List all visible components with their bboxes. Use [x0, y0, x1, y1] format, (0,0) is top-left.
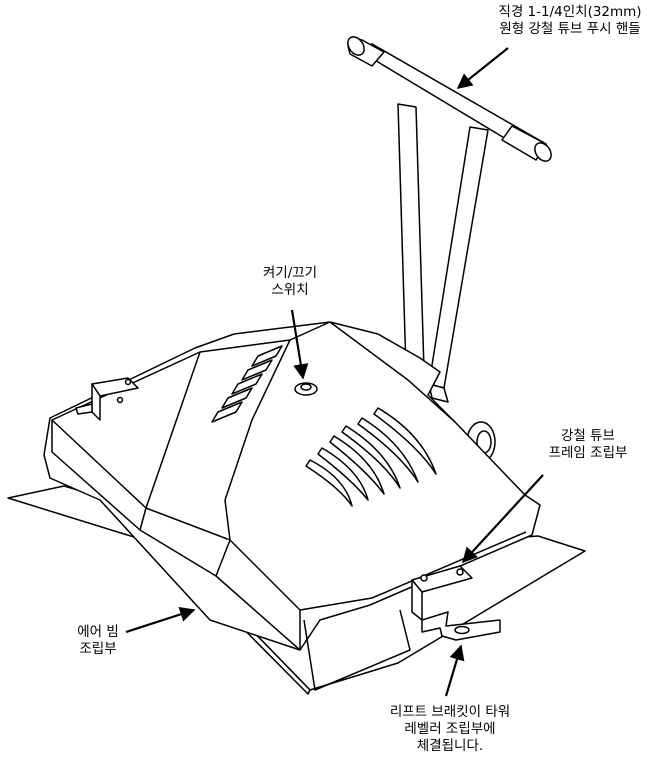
bracket-label: 리프트 브래킷이 타워 레벨러 조립부에 체결됩니다.	[340, 704, 560, 755]
handle-label: 직경 1-1/4인치(32mm) 원형 강철 튜브 푸시 핸들	[472, 4, 668, 38]
handle-label-line2: 원형 강철 튜브 푸시 핸들	[499, 21, 641, 37]
bracket-label-line1: 리프트 브래킷이 타워	[389, 704, 511, 720]
bracket-arrow	[444, 644, 465, 697]
switch-label-line2: 스위치	[271, 282, 309, 298]
switch-label-line1: 켜기/끄기	[262, 265, 318, 281]
switch-arrow	[290, 309, 309, 380]
frame-label: 강철 튜브 프레임 조립부	[518, 428, 658, 462]
airbeam-arrow	[125, 606, 196, 634]
handle-label-line1: 직경 1-1/4인치(32mm)	[498, 4, 642, 20]
right-vents	[305, 407, 437, 507]
steel-tube-frame	[397, 103, 489, 403]
bracket-label-line3: 체결됩니다.	[416, 738, 484, 754]
push-handle	[347, 36, 552, 162]
bracket-label-line2: 레벨러 조립부에	[404, 721, 496, 737]
airbeam-label-line2: 조립부	[79, 641, 117, 657]
lift-bracket	[411, 565, 501, 641]
frame-label-line2: 프레임 조립부	[548, 445, 628, 461]
frame-arrow	[461, 474, 544, 564]
leader-arrows	[125, 47, 544, 697]
switch-label: 켜기/끄기 스위치	[220, 265, 360, 299]
left-vents	[211, 345, 283, 423]
left-bracket	[75, 377, 139, 421]
blower-housing	[43, 321, 541, 691]
frame-label-line1: 강철 튜브	[561, 428, 615, 444]
handle-arrow	[456, 47, 509, 89]
airbeam-label-line1: 에어 빔	[77, 624, 119, 640]
on-off-switch	[294, 382, 318, 396]
airbeam-label: 에어 빔 조립부	[58, 624, 138, 658]
